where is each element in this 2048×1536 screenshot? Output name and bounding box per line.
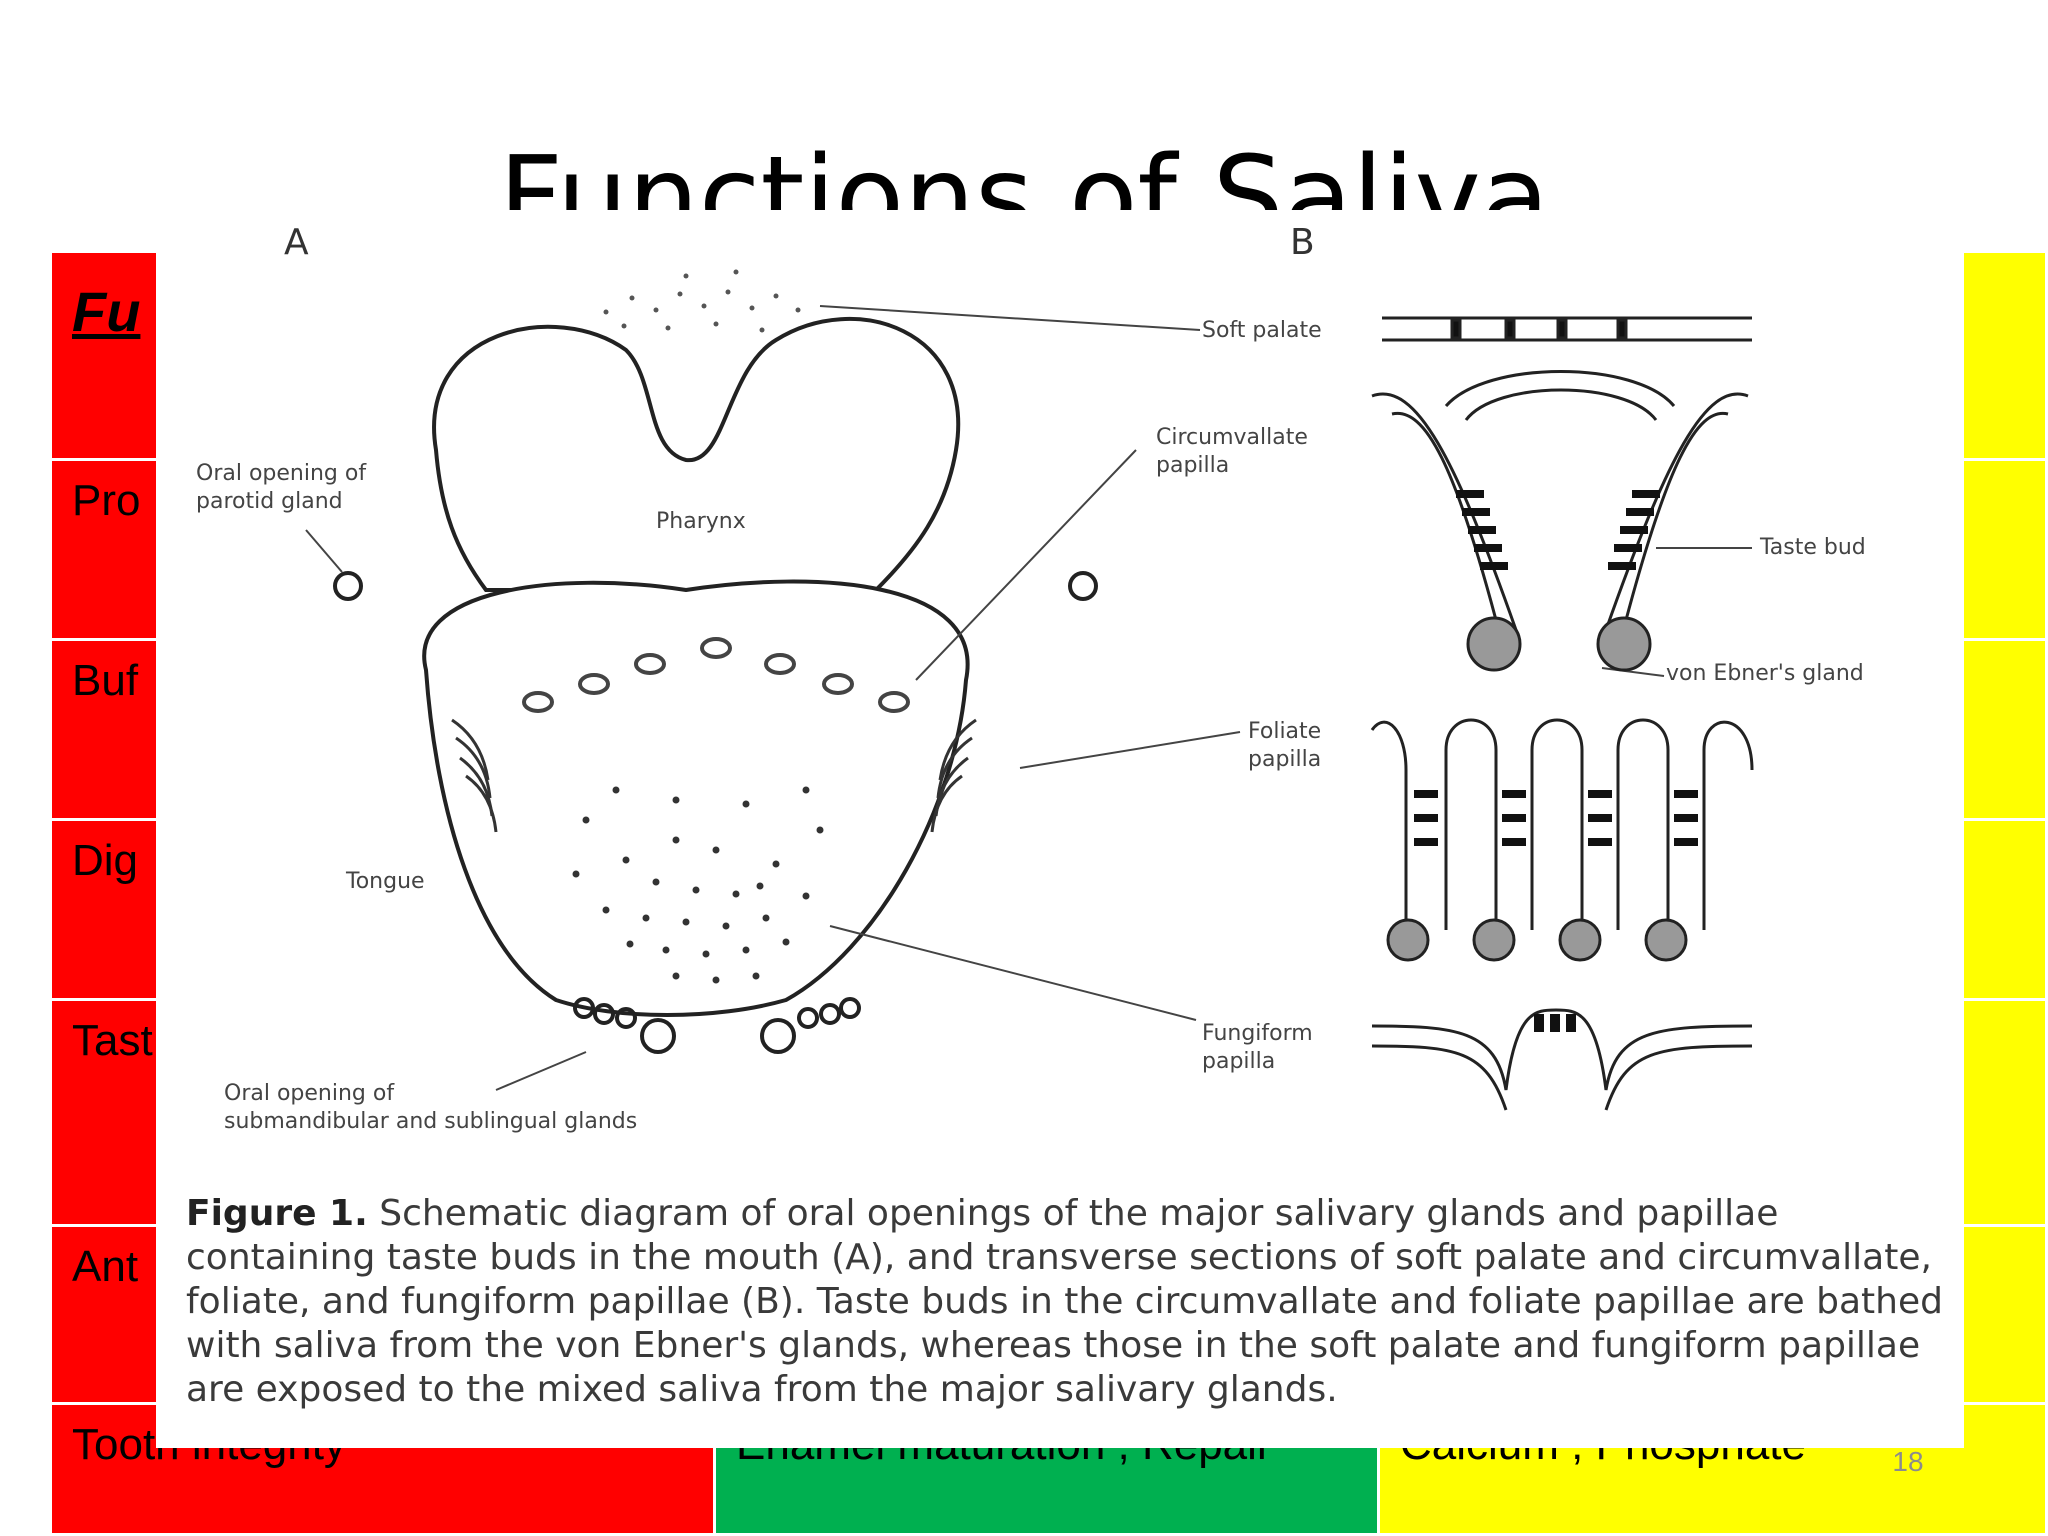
label-parotid-line2: parotid gland bbox=[196, 489, 343, 514]
label-parotid-line1: Oral opening of bbox=[196, 461, 367, 486]
foliate-taste-buds bbox=[1414, 790, 1698, 846]
label-submandibular-line1: Oral opening of bbox=[224, 1081, 395, 1106]
pharynx-shape bbox=[432, 317, 961, 592]
circumvallate-taste-buds bbox=[1456, 490, 1660, 570]
foliate-section bbox=[1370, 718, 1754, 962]
panel-a-label: A bbox=[284, 222, 309, 263]
label-circumvallate-line2: papilla bbox=[1156, 453, 1229, 478]
figure-caption-text: Schematic diagram of oral openings of th… bbox=[186, 1193, 1943, 1410]
parotid-opening-right bbox=[1068, 571, 1098, 601]
fungiform-dots bbox=[572, 786, 824, 984]
submandibular-openings bbox=[573, 997, 861, 1054]
slide-number: 18 bbox=[1892, 1446, 1924, 1477]
soft-palate-dots bbox=[603, 269, 801, 333]
circumvallate-section bbox=[1371, 370, 1749, 672]
label-fungiform-line2: papilla bbox=[1202, 1049, 1275, 1074]
foliate-ridges bbox=[451, 718, 977, 833]
label-taste-bud: Taste bud bbox=[1759, 535, 1866, 560]
figure-caption: Figure 1. Schematic diagram of oral open… bbox=[186, 1192, 1956, 1412]
tongue-shape bbox=[422, 579, 970, 1017]
pointer-lines bbox=[829, 449, 1241, 1021]
soft-palate-section bbox=[1382, 316, 1752, 342]
figure-image: A B bbox=[156, 210, 1964, 1448]
label-soft-palate: Soft palate bbox=[1202, 318, 1322, 343]
label-von-ebner: von Ebner's gland bbox=[1666, 661, 1864, 686]
fungiform-section bbox=[1371, 1008, 1753, 1111]
label-circumvallate-line1: Circumvallate bbox=[1156, 425, 1308, 450]
label-pharynx: Pharynx bbox=[656, 509, 746, 534]
parotid-opening-left bbox=[333, 571, 363, 601]
label-foliate-line2: papilla bbox=[1248, 747, 1321, 772]
salivary-diagram: A B bbox=[196, 222, 1866, 1134]
label-submandibular-line2: submandibular and sublingual glands bbox=[224, 1109, 637, 1134]
circumvallate-papillae bbox=[522, 637, 910, 713]
panel-b-label: B bbox=[1290, 222, 1315, 263]
label-fungiform-line1: Fungiform bbox=[1202, 1021, 1313, 1046]
label-tongue: Tongue bbox=[345, 869, 425, 894]
label-foliate-line1: Foliate bbox=[1248, 719, 1321, 744]
fungiform-taste-bud bbox=[1534, 1014, 1576, 1032]
figure-caption-label: Figure 1. bbox=[186, 1193, 368, 1234]
